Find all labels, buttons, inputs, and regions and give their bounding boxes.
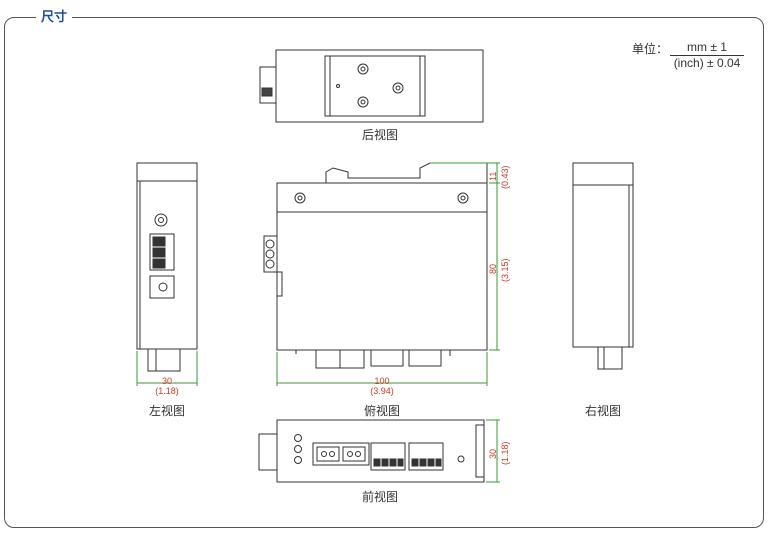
- dim-top-height-mm: 80: [488, 263, 498, 274]
- dim-front-height-inch: (1.18): [500, 441, 510, 465]
- dim-top-rail-inch: (0.43): [500, 165, 510, 189]
- dim-left-width: 30 (1.18): [142, 376, 192, 396]
- rear-view-drawing: [259, 49, 484, 123]
- dim-top-width: 100 (3.94): [357, 376, 407, 396]
- label-left-view: 左视图: [148, 404, 185, 418]
- dim-top-rail-mm: 11: [488, 171, 498, 181]
- dim-top-width-mm: 100: [374, 376, 390, 386]
- unit-fraction: mm ± 1 (inch) ± 0.04: [670, 40, 744, 70]
- dim-left-width-mm: 30: [161, 376, 172, 386]
- unit-imperial: (inch) ± 0.04: [673, 56, 741, 70]
- unit-legend: 单位： mm ± 1 (inch) ± 0.04: [632, 40, 744, 70]
- dimension-lines: [136, 162, 500, 483]
- dim-front-height-mm: 30: [488, 448, 498, 459]
- dim-left-width-inch: (1.18): [155, 386, 179, 396]
- label-rear-view: 后视图: [361, 128, 398, 142]
- front-view-drawing: [258, 419, 485, 483]
- top-view-drawing: [263, 162, 488, 369]
- dim-top-height-inch: (3.15): [500, 258, 510, 282]
- label-right-view: 右视图: [584, 404, 621, 418]
- diagram-frame: [4, 17, 764, 528]
- label-front-view: 前视图: [361, 490, 398, 504]
- dim-top-width-inch: (3.94): [370, 386, 394, 396]
- right-view-drawing: [572, 162, 634, 370]
- unit-metric: mm ± 1: [670, 40, 744, 56]
- unit-label: 单位：: [632, 42, 669, 56]
- section-title: 尺寸: [36, 8, 73, 26]
- left-view-drawing: [136, 162, 198, 372]
- label-top-view: 俯视图: [363, 404, 400, 418]
